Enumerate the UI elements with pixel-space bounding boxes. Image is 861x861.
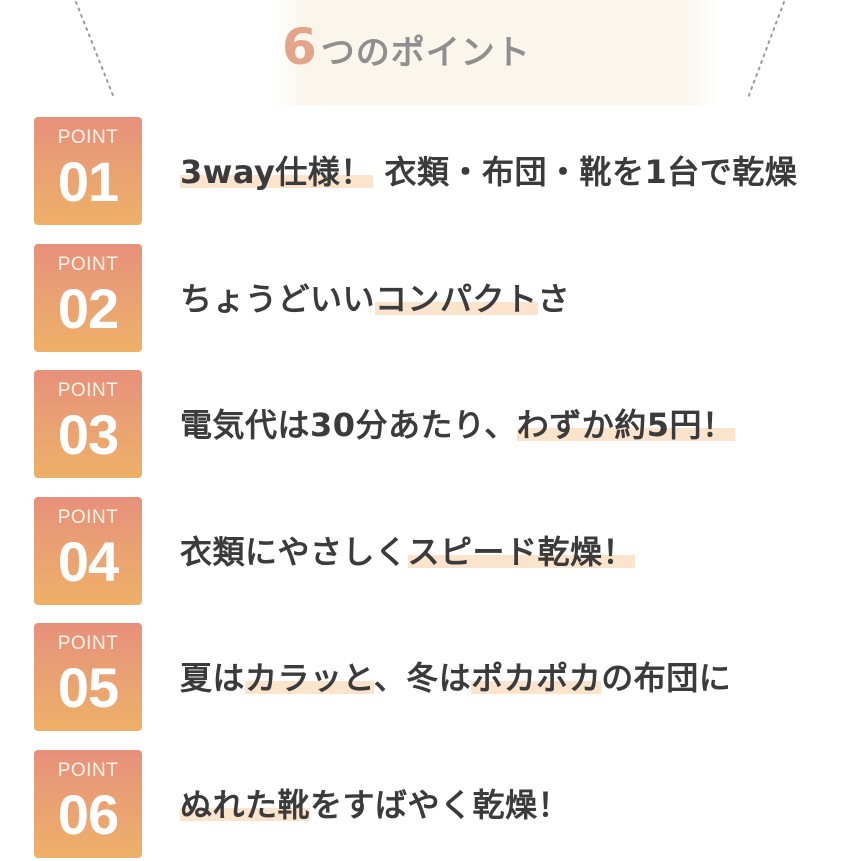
description-text: 、冬は xyxy=(373,659,472,697)
point-description: 夏はカラッと、冬はポカポカの布団に xyxy=(180,653,731,699)
highlighted-text: コンパクト xyxy=(375,279,538,318)
point-badge-number: 01 xyxy=(57,150,119,213)
point-badge-label: POINT xyxy=(57,633,119,654)
description-text: の布団に xyxy=(601,659,732,697)
highlighted-text: 3way仕様！ xyxy=(180,153,373,191)
point-description: 電気代は30分あたり、わずか約5円！ xyxy=(180,400,735,446)
point-badge-label: POINT xyxy=(57,759,119,781)
point-badge-number: 02 xyxy=(57,276,119,340)
point-badge-label: POINT xyxy=(57,253,119,275)
point-description: ぬれた靴をすばやく乾燥！ xyxy=(180,780,570,826)
highlighted-text: ぬれた靴 xyxy=(180,785,311,824)
highlighted-text: わずか約5円！ xyxy=(516,406,735,444)
page-title: 6 つのポイント xyxy=(282,18,531,88)
description-text: さ xyxy=(537,279,571,318)
point-badge-number: 06 xyxy=(57,782,119,846)
point-badge-label: POINT xyxy=(57,127,119,148)
title-number: 6 xyxy=(282,18,317,76)
point-description: 3way仕様！ 衣類・布団・靴を1台で乾燥 xyxy=(180,147,797,193)
left-dotted-line xyxy=(75,1,115,99)
title-banner xyxy=(270,0,720,105)
description-text: ちょうどいい xyxy=(180,279,376,318)
point-description: ちょうどいいコンパクトさ xyxy=(180,274,570,320)
highlighted-text: ポカポカ xyxy=(471,659,602,697)
description-text: 電気代は30分あたり、 xyxy=(180,406,517,444)
right-dotted-line xyxy=(747,1,785,99)
description-text: をすばやく乾燥！ xyxy=(310,785,571,824)
description-text: 衣類・布団・靴を1台で乾燥 xyxy=(372,153,798,191)
description-text: 夏は xyxy=(180,659,246,697)
point-badge-label: POINT xyxy=(57,506,119,528)
point-description: 衣類にやさしくスピード乾燥！ xyxy=(180,527,636,573)
point-badge-number: 05 xyxy=(57,656,119,719)
point-badge-number: 04 xyxy=(57,529,119,593)
highlighted-text: スピード乾燥！ xyxy=(407,532,636,571)
point-badge-number: 03 xyxy=(57,403,119,466)
point-badge-label: POINT xyxy=(57,380,119,401)
description-text: 衣類にやさしく xyxy=(180,532,408,571)
title-text: つのポイント xyxy=(320,33,531,73)
highlighted-text: カラッと xyxy=(245,659,374,697)
